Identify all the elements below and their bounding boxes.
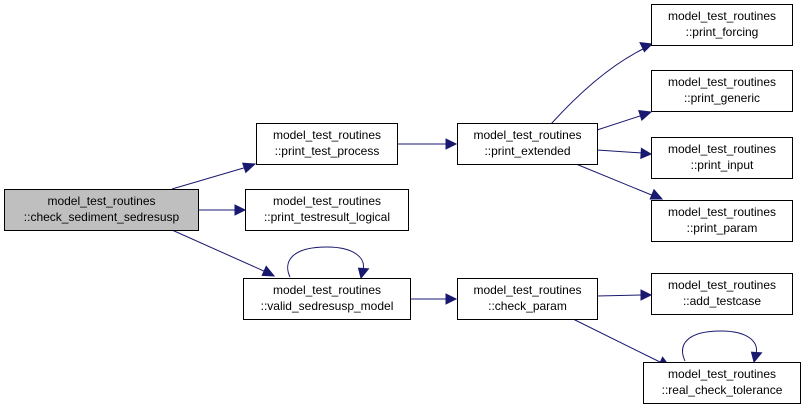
- node-label-line2: ::print_test_process: [275, 144, 380, 158]
- node-label-line2: ::print_param: [687, 221, 758, 235]
- edge-check-param-to-add-testcase: [596, 289, 653, 301]
- arrowhead: [640, 289, 653, 301]
- node-print-generic[interactable]: model_test_routines ::print_generic: [651, 70, 793, 112]
- node-label-line1: model_test_routines: [668, 367, 776, 381]
- node-label-line1: model_test_routines: [668, 75, 776, 89]
- node-real-check-tolerance[interactable]: model_test_routines ::real_check_toleran…: [643, 362, 801, 404]
- arrowhead: [649, 188, 664, 200]
- graph-edges: [171, 41, 763, 368]
- edge-print-extended-to-print-param: [575, 163, 664, 200]
- node-label-line1: model_test_routines: [473, 283, 581, 297]
- edge-print-extended-to-print-forcing: [550, 41, 654, 125]
- node-label-line2: ::check_param: [488, 299, 567, 313]
- node-label-line1: model_test_routines: [668, 205, 776, 219]
- node-label-line1: model_test_routines: [473, 128, 581, 142]
- arrowhead: [241, 162, 257, 174]
- edge-valid-sedresusp-model-self-loop: [287, 246, 370, 280]
- node-label-line2: ::print_testresult_logical: [264, 210, 390, 224]
- edge-print-extended-to-print-input: [596, 147, 653, 160]
- arrowhead: [640, 147, 653, 160]
- edge-real-check-tolerance-self-loop: [682, 330, 763, 364]
- edge-check-sediment-to-print-testresult-logical: [198, 204, 247, 216]
- node-print-test-process[interactable]: model_test_routines ::print_test_process: [256, 123, 398, 165]
- arrowhead: [445, 293, 458, 305]
- node-print-forcing[interactable]: model_test_routines ::print_forcing: [651, 4, 793, 46]
- node-label-line2: ::real_check_tolerance: [662, 383, 783, 397]
- graph-nodes: model_test_routines ::check_sediment_sed…: [4, 4, 801, 404]
- node-label-line2: ::print_input: [691, 158, 754, 172]
- node-print-extended[interactable]: model_test_routines ::print_extended: [457, 123, 598, 165]
- edge-check-sediment-to-print-test-process: [171, 162, 257, 190]
- arrowhead: [357, 267, 370, 280]
- node-valid-sedresusp-model[interactable]: model_test_routines ::valid_sedresusp_mo…: [243, 278, 411, 320]
- edge-print-extended-to-print-generic: [596, 110, 653, 131]
- node-label-line2: ::add_testcase: [683, 294, 761, 308]
- edge-valid-sedresusp-model-to-check-param: [410, 293, 458, 305]
- node-label-line2: ::print_generic: [684, 91, 760, 105]
- arrowhead: [638, 110, 653, 121]
- node-add-testcase[interactable]: model_test_routines ::add_testcase: [651, 273, 793, 315]
- node-label-line1: model_test_routines: [668, 142, 776, 156]
- node-label-line1: model_test_routines: [273, 128, 381, 142]
- node-label-line2: ::print_extended: [484, 144, 570, 158]
- arrowhead: [750, 351, 763, 364]
- node-print-param[interactable]: model_test_routines ::print_param: [651, 200, 793, 242]
- arrowhead: [445, 138, 458, 150]
- node-print-testresult-logical[interactable]: model_test_routines ::print_testresult_l…: [245, 189, 409, 231]
- node-check-sediment-sedresusp[interactable]: model_test_routines ::check_sediment_sed…: [4, 189, 199, 231]
- node-label-line1: model_test_routines: [47, 194, 155, 208]
- node-label-line2: ::print_forcing: [686, 25, 759, 39]
- arrowhead: [261, 265, 276, 277]
- node-label-line1: model_test_routines: [668, 278, 776, 292]
- arrowhead: [639, 41, 654, 53]
- node-label-line2: ::valid_sedresusp_model: [261, 299, 394, 313]
- arrowhead: [234, 204, 247, 216]
- edge-check-sediment-to-valid-sedresusp-model: [171, 229, 276, 277]
- node-check-param[interactable]: model_test_routines ::check_param: [457, 278, 598, 320]
- node-label-line1: model_test_routines: [273, 194, 381, 208]
- edge-check-param-to-real-check-tolerance: [570, 317, 672, 368]
- node-label-line1: model_test_routines: [273, 283, 381, 297]
- node-label-line2: ::check_sediment_sedresusp: [24, 210, 180, 224]
- node-print-input[interactable]: model_test_routines ::print_input: [651, 137, 793, 179]
- node-label-line1: model_test_routines: [668, 9, 776, 23]
- edge-print-test-process-to-print-extended: [397, 138, 458, 150]
